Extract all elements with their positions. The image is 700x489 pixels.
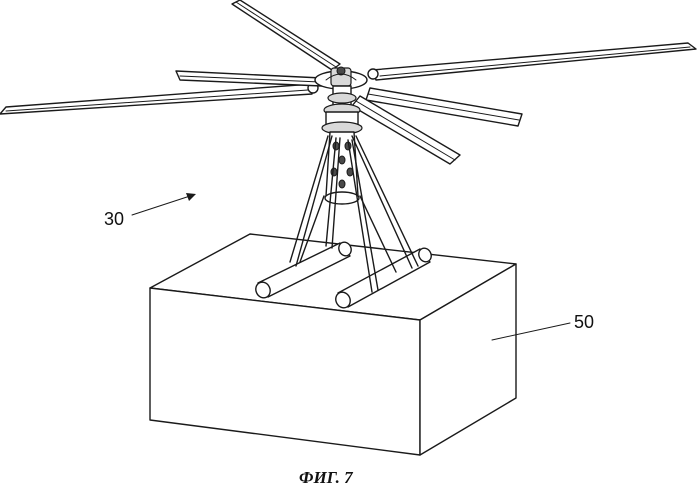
payload-box <box>150 234 516 455</box>
reference-label-50: 50 <box>574 312 594 332</box>
blade-top <box>232 0 340 70</box>
blade-left <box>0 83 318 114</box>
reference-label-30: 30 <box>104 209 124 229</box>
figure-caption: ФИГ. 7 <box>299 468 354 487</box>
blade-upper-right <box>368 43 696 80</box>
reference-30: 30 <box>104 193 196 229</box>
blade-back-left <box>176 71 322 86</box>
